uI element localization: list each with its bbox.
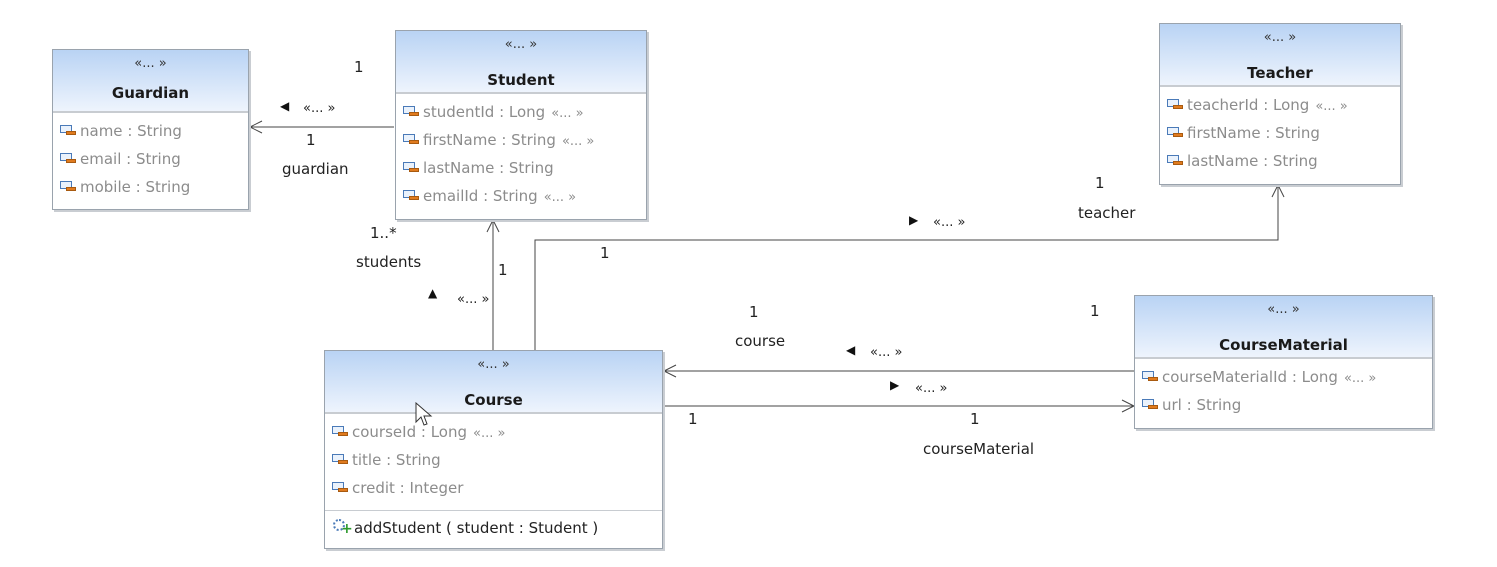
class-course[interactable]: «... » Course courseId : Long«... » titl… (324, 350, 663, 549)
direction-up-icon: ▲ (428, 286, 438, 300)
class-guardian-attributes: name : String email : String mobile : St… (53, 113, 248, 201)
attribute-row[interactable]: name : String (53, 117, 248, 145)
assoc-course-teacher-role: teacher (1078, 204, 1136, 222)
assoc-course-student-role: students (356, 253, 422, 271)
attribute-row[interactable]: url : String (1135, 391, 1432, 419)
assoc-material-course-source-mult: 1 (1090, 302, 1100, 320)
class-coursematerial-stereotype: «... » (1267, 302, 1300, 317)
attribute-row[interactable]: courseMaterialId : Long«... » (1135, 363, 1432, 391)
class-coursematerial[interactable]: «... » CourseMaterial courseMaterialId :… (1134, 295, 1433, 429)
class-coursematerial-header: «... » CourseMaterial (1135, 296, 1432, 359)
class-course-stereotype: «... » (477, 357, 510, 372)
assoc-course-teacher-source-mult: 1 (600, 244, 610, 262)
attribute-icon (60, 153, 76, 164)
assoc-student-guardian-target-mult: 1 (306, 131, 316, 149)
class-teacher-header: «... » Teacher (1160, 24, 1400, 87)
assoc-student-guardian-source-mult: 1 (354, 58, 364, 76)
attribute-row[interactable]: lastName : String (1160, 147, 1400, 175)
operation-add-icon (332, 518, 353, 536)
attribute-icon (1167, 99, 1183, 110)
attribute-icon (332, 454, 348, 465)
class-student-attributes: studentId : Long«... » firstName : Strin… (396, 94, 646, 210)
class-guardian-header: «... » Guardian (53, 50, 248, 113)
class-student[interactable]: «... » Student studentId : Long«... » fi… (395, 30, 647, 220)
attribute-icon (403, 190, 419, 201)
assoc-course-material-target-mult: 1 (970, 410, 980, 428)
class-guardian-name: Guardian (111, 84, 190, 102)
class-teacher-name: Teacher (1247, 64, 1313, 82)
assoc-course-student-stereotype: «... » (457, 292, 490, 307)
assoc-course-material-stereotype: «... » (915, 381, 948, 396)
attribute-row[interactable]: credit : Integer (325, 474, 662, 502)
assoc-material-course-stereotype: «... » (870, 345, 903, 360)
attribute-row[interactable]: studentId : Long«... » (396, 98, 646, 126)
attribute-row[interactable]: teacherId : Long«... » (1160, 91, 1400, 119)
assoc-student-guardian-arrow (248, 120, 263, 134)
assoc-course-student-target-mult: 1 (498, 261, 508, 279)
assoc-course-teacher-target-mult: 1 (1095, 174, 1105, 192)
assoc-material-course-role: course (735, 332, 786, 350)
attribute-row[interactable]: firstName : String (1160, 119, 1400, 147)
class-teacher[interactable]: «... » Teacher teacherId : Long«... » fi… (1159, 23, 1401, 185)
assoc-student-guardian-stereotype: «... » (303, 101, 336, 116)
assoc-course-teacher-arrow (1271, 183, 1285, 198)
attribute-icon (403, 162, 419, 173)
class-coursematerial-attributes: courseMaterialId : Long«... » url : Stri… (1135, 359, 1432, 419)
class-student-header: «... » Student (396, 31, 646, 94)
class-guardian[interactable]: «... » Guardian name : String email : St… (52, 49, 249, 210)
direction-right-icon: ▶ (909, 213, 919, 227)
assoc-material-course-target-mult: 1 (749, 303, 759, 321)
direction-right-icon: ▶ (890, 378, 900, 392)
attribute-row[interactable]: emailId : String«... » (396, 182, 646, 210)
class-course-operations: addStudent ( student : Student ) (325, 510, 662, 545)
attribute-icon (1142, 371, 1158, 382)
assoc-course-material-source-mult: 1 (688, 410, 698, 428)
attribute-icon (1167, 127, 1183, 138)
attribute-row[interactable]: lastName : String (396, 154, 646, 182)
attribute-row[interactable]: email : String (53, 145, 248, 173)
class-course-attributes: courseId : Long«... » title : String cre… (325, 414, 662, 510)
assoc-student-guardian-role: guardian (282, 160, 349, 178)
attribute-icon (1167, 155, 1183, 166)
attribute-icon (1142, 399, 1158, 410)
class-teacher-stereotype: «... » (1263, 30, 1297, 45)
attribute-icon (332, 426, 348, 437)
assoc-course-student-mult: 1..* (370, 224, 397, 242)
class-course-name: Course (464, 391, 523, 409)
class-student-name: Student (487, 71, 555, 89)
class-teacher-attributes: teacherId : Long«... » firstName : Strin… (1160, 87, 1400, 175)
attribute-icon (60, 181, 76, 192)
class-coursematerial-name: CourseMaterial (1219, 336, 1348, 354)
attribute-icon (332, 482, 348, 493)
class-course-header: «... » Course (325, 351, 662, 414)
assoc-course-teacher-stereotype: «... » (933, 215, 966, 230)
assoc-course-teacher-line (534, 185, 1279, 350)
operation-row[interactable]: addStudent ( student : Student ) (325, 511, 662, 545)
attribute-icon (60, 125, 76, 136)
class-student-stereotype: «... » (504, 37, 538, 52)
class-guardian-stereotype: «... » (134, 56, 167, 71)
attribute-row[interactable]: mobile : String (53, 173, 248, 201)
attribute-row[interactable]: firstName : String«... » (396, 126, 646, 154)
assoc-material-course-arrow (662, 364, 677, 378)
attribute-row[interactable]: courseId : Long«... » (325, 418, 662, 446)
attribute-icon (403, 106, 419, 117)
direction-left-icon: ◀ (846, 343, 856, 357)
assoc-course-student-arrow (486, 218, 500, 233)
attribute-icon (403, 134, 419, 145)
direction-left-icon: ◀ (280, 99, 290, 113)
attribute-row[interactable]: title : String (325, 446, 662, 474)
mouse-pointer-icon (415, 402, 433, 426)
assoc-course-material-role: courseMaterial (923, 440, 1035, 458)
